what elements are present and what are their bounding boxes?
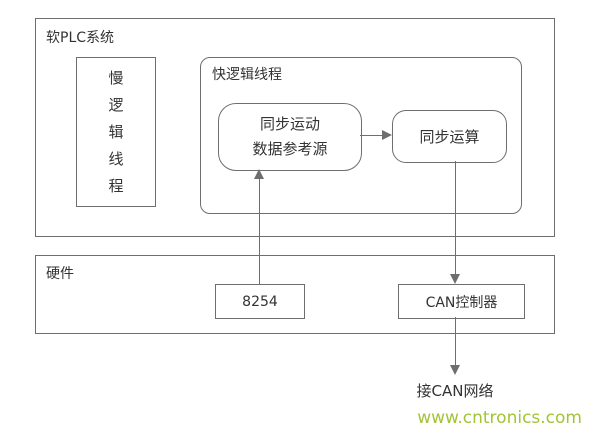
- soft-plc-system-label: 软PLC系统: [46, 30, 115, 46]
- slow-logic-thread-box: 慢 逻 辑 线 程: [76, 57, 156, 207]
- fast-logic-thread-box: [200, 57, 522, 214]
- slow-logic-thread-char: 线: [108, 149, 124, 168]
- timer-8254-box: 8254: [215, 284, 305, 319]
- sync-motion-data-source-line2: 数据参考源: [252, 140, 328, 158]
- slow-logic-thread-char: 逻: [108, 95, 124, 114]
- watermark-text: www.cntronics.com: [417, 408, 582, 428]
- hardware-label: 硬件: [46, 266, 74, 282]
- timer-8254-label: 8254: [242, 293, 278, 310]
- sync-computation-box: 同步运算: [392, 110, 507, 163]
- can-controller-box: CAN控制器: [398, 284, 525, 319]
- hardware-box: [35, 255, 555, 334]
- arrow-line: [455, 317, 456, 365]
- arrowhead-down-icon: [450, 365, 460, 375]
- arrowhead-right-icon: [382, 130, 392, 140]
- sync-motion-data-source-line1: 同步运动: [259, 114, 320, 133]
- arrow-line: [259, 179, 260, 284]
- soft-plc-system-box: [35, 18, 555, 237]
- can-controller-label: CAN控制器: [425, 294, 498, 311]
- arrowhead-down-icon: [450, 274, 460, 284]
- arrowhead-up-icon: [254, 169, 264, 179]
- slow-logic-thread-char: 辑: [108, 122, 124, 141]
- sync-computation-label: 同步运算: [419, 128, 480, 146]
- can-network-label: 接CAN网络: [416, 382, 494, 400]
- arrow-line: [360, 135, 383, 136]
- slow-logic-thread-char: 程: [108, 176, 124, 195]
- sync-motion-data-source-box: 同步运动 数据参考源: [218, 103, 362, 171]
- fast-logic-thread-label: 快逻辑线程: [212, 67, 282, 83]
- slow-logic-thread-char: 慢: [108, 68, 124, 87]
- arrow-line: [455, 161, 456, 274]
